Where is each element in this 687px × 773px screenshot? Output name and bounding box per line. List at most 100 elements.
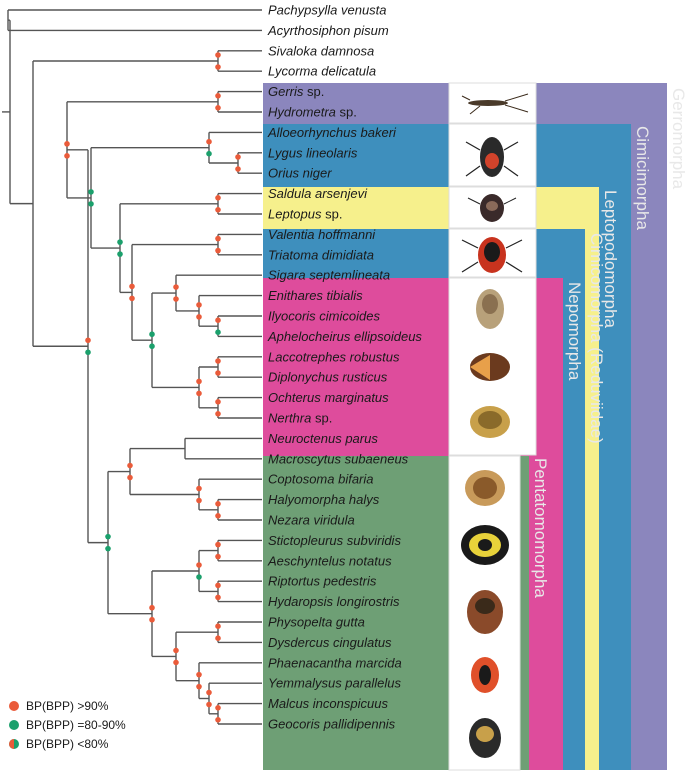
- red-bug-icon: [471, 657, 499, 693]
- support-dot: [206, 701, 212, 708]
- support-dot: [85, 337, 91, 344]
- taxon-label: Enithares tibialis: [268, 288, 363, 303]
- support-dot: [215, 582, 221, 589]
- support-dot: [215, 501, 221, 507]
- support-dot: [215, 329, 221, 336]
- support-dot: [215, 594, 221, 601]
- support-dot: [196, 378, 202, 385]
- taxon-label: Lycorma delicatula: [268, 64, 376, 79]
- water-strider-icon: [461, 93, 529, 115]
- support-dot: [129, 295, 135, 302]
- support-dot: [149, 343, 155, 350]
- support-dot: [196, 302, 202, 308]
- taxon-label: Yemmalysus parallelus: [268, 676, 401, 691]
- burrower-bug-icon: [465, 470, 505, 506]
- support-dot: [215, 513, 221, 519]
- cimicimorpha-label-block: [263, 124, 449, 186]
- taxon-label: Halyomorpha halys: [268, 492, 380, 507]
- group-labels: Gerromorpha Cimicimorpha Leptopodomorpha…: [531, 88, 687, 598]
- taxon-label: Hydaropsis longirostris: [268, 594, 400, 609]
- taxon-label: Triatoma dimidiata: [268, 247, 374, 262]
- support-dot: [196, 562, 202, 568]
- taxon-label: Valentia hoffmanni: [268, 227, 376, 242]
- gerromorpha-label: Gerromorpha: [669, 88, 687, 190]
- support-dot: [215, 195, 221, 201]
- taxon-label: Hydrometra sp.: [268, 105, 357, 120]
- taxon-label: Gerris sp.: [268, 84, 324, 99]
- support-dot: [173, 284, 179, 290]
- support-dot: [117, 251, 123, 257]
- support-dot: [215, 635, 221, 641]
- support-dot: [196, 497, 202, 504]
- taxon-label: Stictopleurus subviridis: [268, 533, 401, 548]
- taxon-label: Laccotrephes robustus: [268, 349, 400, 364]
- legend-item-mid: BP(BPP) =80-90%: [9, 718, 126, 732]
- taxon-label: Coptosoma bifaria: [268, 472, 374, 487]
- nepomorpha-label-block: [263, 278, 449, 455]
- tree-branches: [2, 9, 262, 725]
- support-dot: [173, 659, 179, 666]
- taxon-label: Physopelta gutta: [268, 615, 365, 630]
- support-dot: [215, 235, 221, 242]
- legend-label-high: BP(BPP) >90%: [26, 699, 109, 713]
- support-dot: [215, 370, 221, 376]
- support-dot: [64, 153, 70, 159]
- taxon-label: Pachypsylla venusta: [268, 3, 387, 18]
- support-dot: [215, 623, 221, 629]
- shore-bug-icon: [467, 194, 517, 222]
- taxon-label: Riptortus pedestris: [268, 574, 377, 589]
- support-dot: [196, 574, 202, 580]
- support-dot: [105, 533, 111, 540]
- support-dot: [127, 462, 133, 469]
- support-dot: [173, 296, 179, 302]
- support-dot: [117, 239, 123, 245]
- support-dot: [215, 399, 221, 405]
- support-dot: [149, 331, 155, 338]
- insect-images: [448, 82, 537, 771]
- legend-label-mid: BP(BPP) =80-90%: [26, 718, 126, 732]
- taxon-label: Orius niger: [268, 166, 332, 181]
- water-boatman-icon: [476, 289, 504, 329]
- support-dot: [206, 689, 212, 696]
- support-dot: [206, 138, 212, 145]
- support-dot: [215, 317, 221, 324]
- support-dot: [235, 166, 241, 172]
- toad-bug-icon: [470, 406, 510, 438]
- legend: BP(BPP) >90% BP(BPP) =80-90% BP(BPP) <80…: [9, 699, 126, 751]
- support-dot: [88, 201, 94, 207]
- support-dot: [64, 141, 70, 147]
- taxon-label: Malcus inconspicuus: [268, 696, 388, 711]
- legend-label-low: BP(BPP) <80%: [26, 737, 109, 751]
- orange-dot-icon: [9, 701, 19, 711]
- support-dot: [215, 247, 221, 254]
- support-dot: [129, 283, 135, 290]
- support-dot: [196, 314, 202, 320]
- support-dot: [215, 105, 221, 111]
- taxon-label: Ochterus marginatus: [268, 390, 389, 405]
- reduviidae-label: Cimicomorpha (Reduviidae): [587, 233, 606, 444]
- legend-item-low: BP(BPP) <80%: [9, 737, 109, 751]
- taxon-label: Macroscytus subaeneus: [268, 451, 409, 466]
- support-dot: [85, 349, 91, 356]
- pentatomomorpha-label: Pentatomomorpha: [531, 458, 550, 598]
- taxon-label: Acyrthosiphon pisum: [267, 23, 389, 38]
- support-dot: [235, 154, 241, 160]
- taxon-label: Saldula arsenjevi: [268, 186, 368, 201]
- support-dot: [196, 390, 202, 397]
- leptopodomorpha-label-block: [263, 187, 449, 228]
- taxon-label: Sigara septemlineata: [268, 268, 390, 283]
- support-dot: [215, 553, 221, 560]
- support-dot: [215, 717, 221, 723]
- support-dot: [215, 411, 221, 417]
- support-dot: [88, 189, 94, 195]
- support-dot: [215, 52, 221, 58]
- taxon-label: Ilyocoris cimicoides: [268, 309, 380, 324]
- taxon-label: Neuroctenus parus: [268, 431, 378, 446]
- support-dot: [196, 485, 202, 492]
- support-dot: [215, 705, 221, 711]
- taxon-label: Sivaloka damnosa: [268, 43, 374, 58]
- seed-bug-icon: [469, 718, 501, 758]
- support-dot: [196, 671, 202, 678]
